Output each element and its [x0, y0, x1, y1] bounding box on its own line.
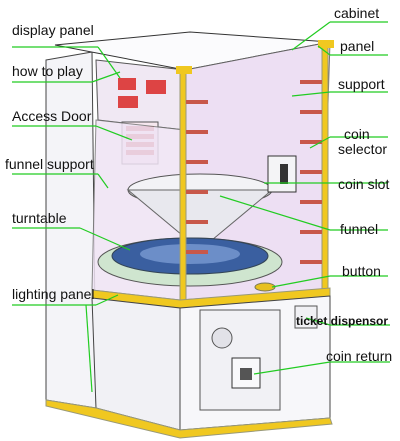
- label-funnel: funnel: [340, 221, 379, 237]
- coin-return-opening: [240, 368, 252, 380]
- support-rods: [186, 80, 322, 264]
- label-coin-selector-line2: selector: [338, 141, 388, 157]
- back-post: [321, 41, 329, 293]
- post-cap: [318, 40, 334, 48]
- post-cap: [176, 66, 192, 74]
- label-coin-selector-line1: coin: [344, 126, 370, 142]
- display-light: [146, 80, 166, 94]
- front-post: [179, 69, 187, 301]
- label-funnel-support: funnel support: [5, 156, 94, 172]
- ticket-dispensor-slot: [294, 305, 318, 329]
- left-side-panel: [45, 51, 97, 409]
- label-how-to-play: how to play: [12, 63, 83, 79]
- coin-slot-opening: [280, 164, 288, 184]
- label-access-door: Access Door: [12, 108, 92, 124]
- display-face: [95, 59, 186, 131]
- lower-door: [199, 309, 281, 411]
- speaker: [211, 327, 233, 349]
- display-light: [118, 96, 138, 108]
- label-coin-slot: coin slot: [338, 176, 390, 192]
- label-panel: panel: [340, 38, 375, 54]
- base-trim: [45, 399, 333, 439]
- label-turntable: turntable: [12, 210, 67, 226]
- display-light: [118, 78, 136, 90]
- label-support: support: [338, 76, 385, 92]
- label-display-panel: display panel: [12, 22, 94, 38]
- leader-lines: [12, 21, 390, 393]
- label-ticket-dispensor: ticket dispensor: [296, 314, 389, 328]
- label-button: button: [342, 263, 381, 279]
- label-coin-return: coin return: [326, 348, 393, 364]
- label-lighting-panel: lighting panel: [12, 286, 95, 302]
- label-cabinet: cabinet: [334, 5, 380, 21]
